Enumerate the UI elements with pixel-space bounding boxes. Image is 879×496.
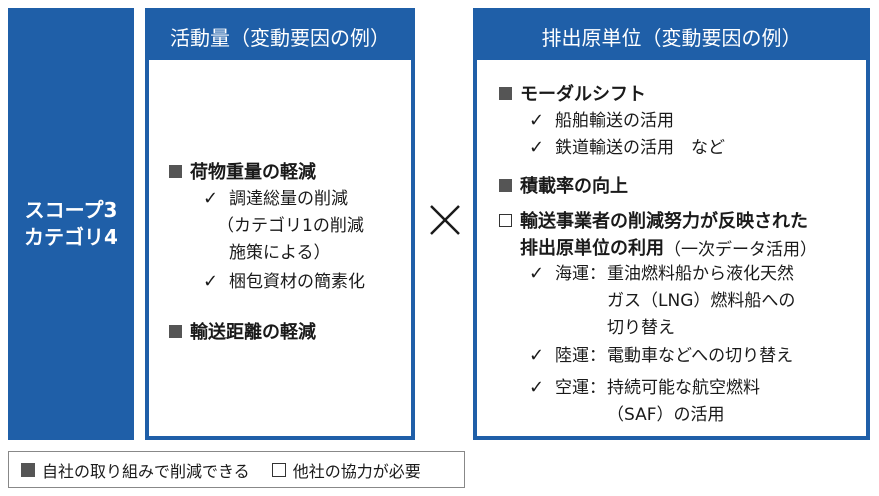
sea-text-line1: 重油燃料船から液化天然 xyxy=(607,264,794,284)
emission-item-carrier-title-line2: 排出原単位の利用 xyxy=(520,238,664,259)
legend-filled-label: 自社の取り組みで削減できる xyxy=(42,461,250,481)
check-icon: ✓ xyxy=(529,263,545,284)
land-label: 陸運： xyxy=(555,346,606,366)
emission-item-carrier-primary-data: （一次データ活用） xyxy=(664,239,817,260)
legend: 自社の取り組みで削減できる 他社の協力が必要 xyxy=(8,451,465,488)
emission-factor-panel: 排出原単位（変動要因の例） モーダルシフト ✓ 船舶輸送の活用 ✓ 鉄道輸送の活… xyxy=(473,8,870,440)
emission-item-carrier: 輸送事業者の削減努力が反映された xyxy=(499,207,808,233)
emission-item-modal-shift: モーダルシフト xyxy=(499,80,646,106)
emission-item-modal-shift-title: モーダルシフト xyxy=(520,84,646,105)
sea-text-line3: 切り替え xyxy=(607,318,675,338)
filled-square-icon xyxy=(499,178,512,192)
emission-factor-header: 排出原単位（変動要因の例） xyxy=(477,12,866,60)
emission-item-load-factor: 積載率の向上 xyxy=(499,172,628,198)
emission-sub-rail: 鉄道輸送の活用 など xyxy=(555,138,725,158)
air-text-line2: （SAF）の活用 xyxy=(607,405,725,425)
filled-square-icon xyxy=(169,164,182,178)
activity-sub-packaging: 梱包資材の簡素化 xyxy=(229,272,365,292)
activity-sub-procurement-note1: （カテゴリ1の削減 xyxy=(217,216,364,236)
check-icon: ✓ xyxy=(529,345,545,366)
activity-item-weight-title: 荷物重量の軽減 xyxy=(190,162,316,183)
emission-item-carrier-line2: 排出原単位の利用（一次データ活用） xyxy=(520,234,817,260)
activity-item-weight: 荷物重量の軽減 xyxy=(169,158,316,184)
check-icon: ✓ xyxy=(529,137,545,158)
activity-sub-procurement-note2: 施策による） xyxy=(229,243,331,263)
scope-category-box: スコープ3 カテゴリ4 xyxy=(8,8,134,440)
activity-sub-procurement: 調達総量の削減 xyxy=(229,189,348,209)
filled-square-icon xyxy=(169,324,182,338)
check-icon: ✓ xyxy=(203,271,219,292)
activity-item-distance-title: 輸送距離の軽減 xyxy=(190,322,316,343)
filled-square-icon xyxy=(21,462,35,477)
legend-empty-label: 他社の協力が必要 xyxy=(292,461,421,481)
multiply-icon xyxy=(430,205,460,235)
emission-item-load-factor-title: 積載率の向上 xyxy=(520,176,628,197)
empty-square-icon xyxy=(499,213,512,227)
activity-header: 活動量（変動要因の例） xyxy=(149,12,411,60)
filled-square-icon xyxy=(499,86,512,100)
land-text: 電動車などへの切り替え xyxy=(607,346,794,366)
check-icon: ✓ xyxy=(529,110,545,131)
empty-square-icon xyxy=(271,462,286,477)
scope-label: スコープ3 xyxy=(24,198,118,222)
check-icon: ✓ xyxy=(203,188,219,209)
sea-text-line2: ガス（LNG）燃料船への xyxy=(607,291,796,311)
check-icon: ✓ xyxy=(529,377,545,398)
activity-item-distance: 輸送距離の軽減 xyxy=(169,318,316,344)
air-label: 空運： xyxy=(555,378,606,398)
air-text-line1: 持続可能な航空燃料 xyxy=(607,378,760,398)
emission-sub-ship: 船舶輸送の活用 xyxy=(555,111,674,131)
emission-item-carrier-title-line1: 輸送事業者の削減努力が反映された xyxy=(520,211,808,232)
category-label: カテゴリ4 xyxy=(24,225,118,249)
activity-panel: 活動量（変動要因の例） 荷物重量の軽減 ✓ 調達総量の削減 （カテゴリ1の削減 … xyxy=(145,8,415,440)
sea-label: 海運： xyxy=(555,264,606,284)
